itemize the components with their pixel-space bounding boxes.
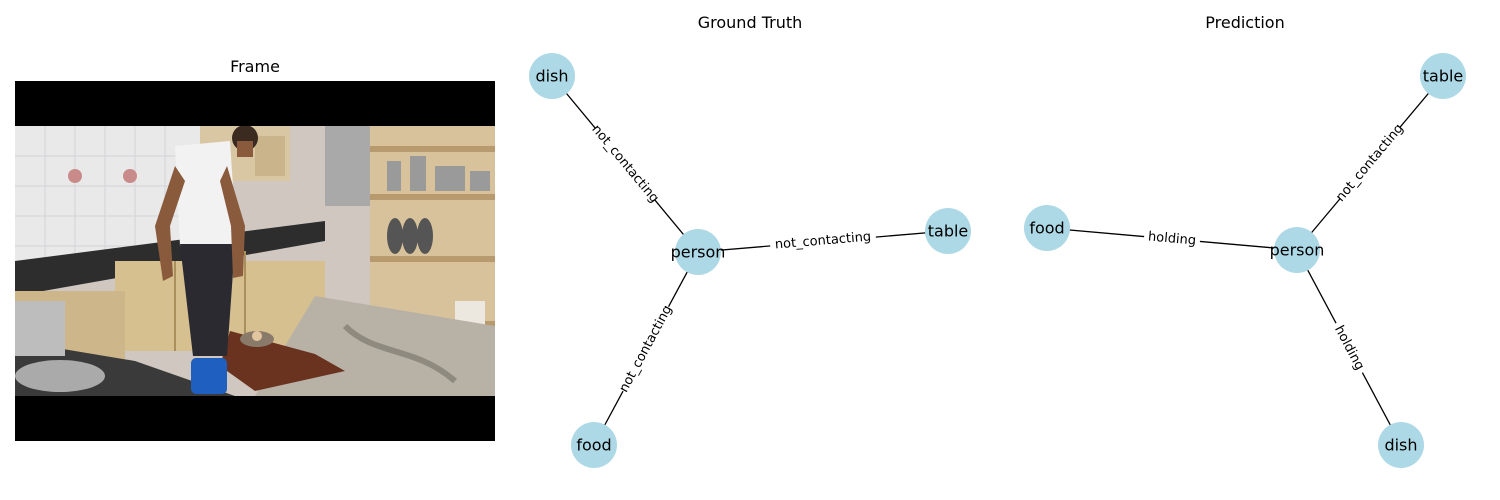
pred-node-table <box>1420 53 1466 99</box>
ground-truth-graph: not_contacting not_contacting not_contac… <box>529 53 971 468</box>
gt-node-label-food: food <box>576 436 611 455</box>
gt-node-person <box>675 229 721 275</box>
gt-node-dish <box>529 53 575 99</box>
pred-node-label-table: table <box>1423 67 1464 86</box>
pred-edge-label-person-table: not_contacting <box>1333 121 1407 205</box>
prediction-graph: not_contacting holding holding person ta… <box>1024 53 1466 468</box>
pred-node-label-food: food <box>1029 219 1064 238</box>
pred-node-food <box>1024 205 1070 251</box>
gt-node-label-person: person <box>671 243 726 262</box>
pred-edge-label-person-food: holding <box>1147 229 1196 248</box>
gt-edge-label-person-food: not_contacting <box>617 303 676 395</box>
pred-node-dish <box>1378 422 1424 468</box>
pred-node-person <box>1274 227 1320 273</box>
ground-truth-title: Ground Truth <box>697 13 803 32</box>
prediction-title: Prediction <box>1205 13 1285 32</box>
pred-node-label-person: person <box>1270 241 1325 260</box>
gt-node-food <box>571 422 617 468</box>
gt-node-label-table: table <box>928 222 969 241</box>
gt-edge-label-person-dish: not_contacting <box>588 122 661 206</box>
gt-node-label-dish: dish <box>535 67 568 86</box>
frame-panel-title: Frame <box>230 57 280 76</box>
pred-node-label-dish: dish <box>1384 436 1417 455</box>
gt-node-table <box>925 208 971 254</box>
kitchen-scene-image <box>15 126 495 396</box>
video-frame <box>15 81 495 441</box>
